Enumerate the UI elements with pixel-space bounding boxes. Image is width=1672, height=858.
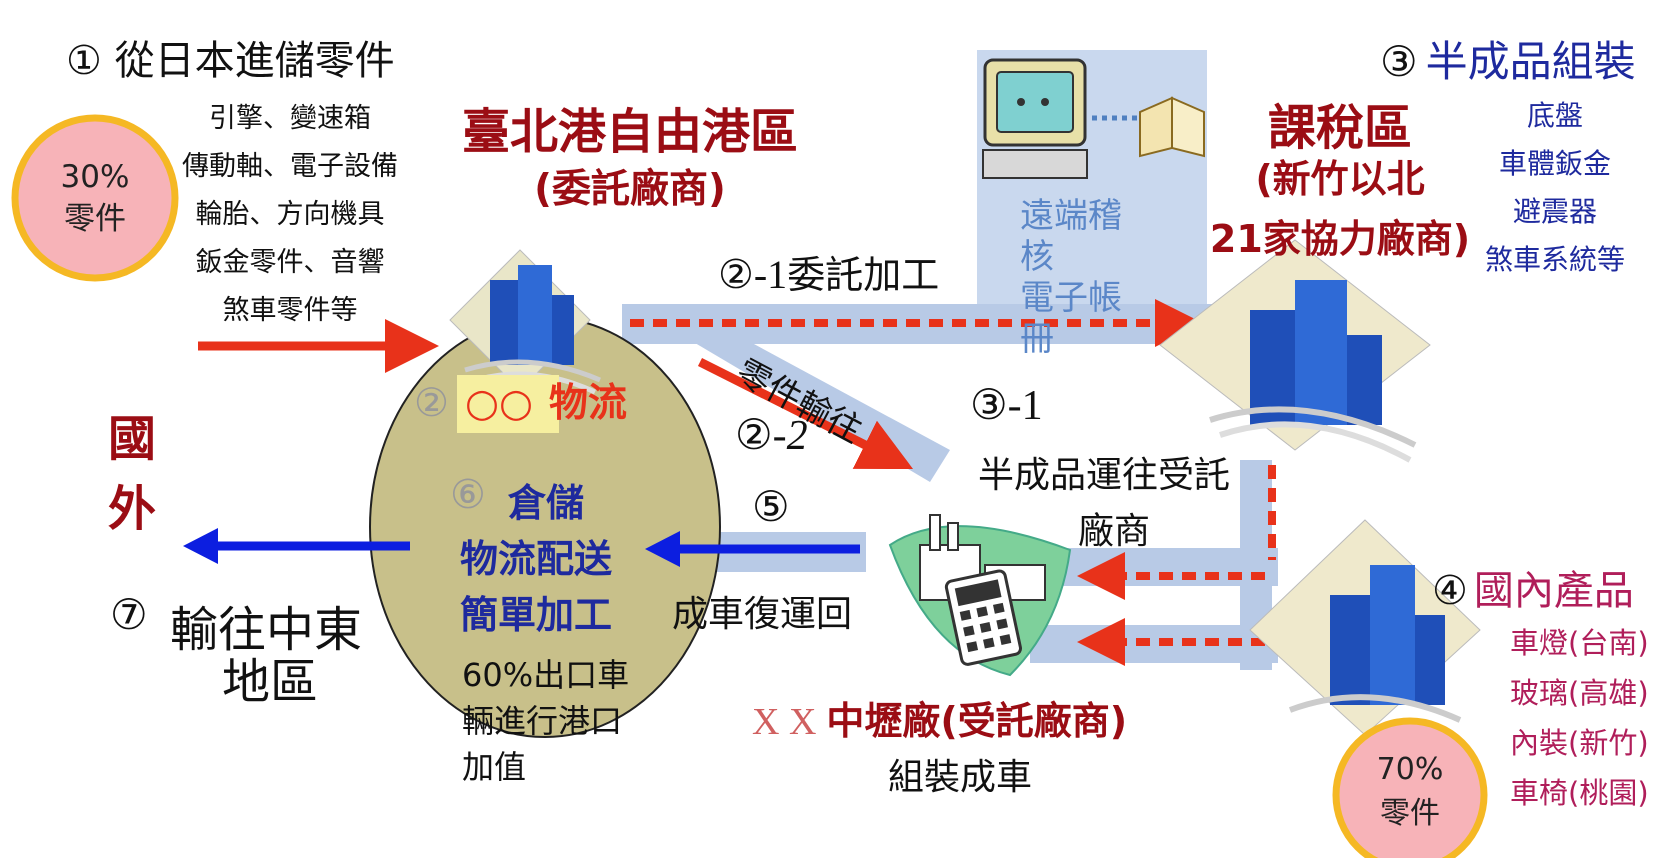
port-subtitle: (委託廠商): [534, 167, 726, 212]
step4-item: 車燈(台南): [1510, 626, 1649, 660]
logistics-num: ②: [414, 381, 449, 426]
export-note: 60%出口車 輛進行港口 加值: [462, 652, 629, 790]
note-line: 60%出口車: [462, 656, 630, 694]
step1-parts: 引擎、變速箱 傳動軸、電子設備 輪胎、方向機具 鈑金零件、音響 煞車零件等: [160, 95, 420, 335]
step1-title: ① 從日本進儲零件: [66, 38, 395, 84]
step4-item: 車椅(桃園): [1510, 776, 1649, 810]
factory-icon: [888, 514, 1072, 677]
step-suffix: -1: [753, 252, 788, 297]
step3-1-line1: 半成品運往受託: [978, 455, 1231, 496]
step7-line1: 輸往中東: [170, 602, 363, 658]
step3-item: 底盤: [1526, 99, 1583, 132]
bonded-sub2: 21家協力廠商): [1209, 217, 1471, 261]
abroad-label: 國 外: [108, 404, 156, 544]
badge-text: 零件: [1380, 796, 1440, 831]
badge-percent: 70%: [1376, 752, 1444, 787]
audit-line: 冊: [1020, 319, 1054, 359]
domestic-building-icon: [1249, 519, 1481, 736]
note-line: 輛進行港口: [462, 702, 623, 740]
service-delivery: 物流配送: [460, 537, 613, 581]
part-line: 傳動軸、電子設備: [182, 151, 398, 182]
step3-item: 避震器: [1512, 195, 1597, 228]
step5-label: 成車復運回: [672, 594, 853, 635]
step7-line2: 地區: [222, 654, 319, 710]
book-icon: [1139, 96, 1205, 158]
abroad-line: 國: [108, 411, 157, 467]
computer-icon: [982, 58, 1088, 179]
step6-num: ⑥: [450, 472, 486, 518]
badge-text: 零件: [64, 201, 126, 237]
step5-num: ⑤: [752, 482, 790, 531]
factory-prefix: X X: [752, 701, 817, 743]
logistics-name: ○○: [464, 381, 533, 426]
step3-items: 底盤 車體鈑金 避震器 煞車系統等: [1470, 92, 1640, 284]
badge-30-label: 30% 零件: [35, 156, 155, 240]
logistics-suffix: 物流: [548, 381, 627, 426]
step-num: ④: [1432, 568, 1468, 614]
service-processing: 簡單加工: [460, 593, 613, 637]
part-line: 輪胎、方向機具: [195, 199, 385, 230]
step-num: ③: [1380, 37, 1418, 86]
logistics-label: ② ○○ 物流: [414, 372, 627, 428]
step3-item: 車體鈑金: [1498, 147, 1611, 180]
audit-line: 電子帳: [1020, 278, 1122, 318]
badge-70-label: 70% 零件: [1350, 748, 1470, 836]
step-num: ②: [718, 252, 754, 298]
part-line: 引擎、變速箱: [209, 103, 371, 134]
factory-sub: 組裝成車: [888, 757, 1033, 798]
service-storage: 倉儲: [508, 481, 585, 525]
audit-text: 遠端稽 核 電子帳 冊: [1020, 196, 1122, 360]
step4-item: 玻璃(高雄): [1510, 676, 1649, 710]
note-line: 加值: [462, 748, 527, 786]
audit-line: 核: [1020, 237, 1054, 277]
badge-30-circle: [11, 114, 179, 282]
step2-2-num: ②-2: [735, 410, 808, 460]
logistics-highlight: [457, 375, 559, 433]
part-line: 煞車零件等: [222, 295, 358, 326]
step2-1-label: ②-1委託加工: [718, 244, 939, 299]
step7-num: ⑦: [110, 590, 148, 639]
abroad-line: 外: [108, 481, 157, 537]
step4-item: 內裝(新竹): [1510, 726, 1649, 760]
step3-1-line2: 廠商: [1078, 511, 1151, 552]
step-suffix: -2: [772, 413, 808, 459]
port-building-icon: [449, 249, 601, 395]
step-num: ③: [970, 380, 1008, 429]
step-num: ②: [735, 410, 773, 459]
badge-percent: 30%: [60, 159, 130, 195]
step4-items: 車燈(台南) 玻璃(高雄) 內裝(新竹) 車椅(桃園): [1510, 618, 1649, 818]
bonded-building-icon: [1159, 239, 1431, 463]
step-suffix: -1: [1007, 383, 1043, 429]
audit-line: 遠端稽: [1020, 196, 1122, 236]
step3-item: 煞車系統等: [1484, 243, 1625, 276]
step-text: 國內產品: [1473, 568, 1634, 614]
bonded-sub1: (新竹以北: [1255, 157, 1425, 201]
bonded-title: 課稅區: [1267, 100, 1412, 156]
port-title: 臺北港自由港區: [461, 104, 798, 160]
step-text: 委託加工: [787, 253, 940, 297]
arrow-parts-to-factory: [697, 357, 914, 470]
part-line: 鈑金零件、音響: [195, 247, 385, 278]
badge-70-circle: [1332, 717, 1488, 858]
step-text: 半成品組裝: [1425, 37, 1636, 86]
factory-name: 中壢廠(受託廠商): [826, 699, 1128, 743]
step3-1-num: ③-1: [970, 380, 1043, 430]
